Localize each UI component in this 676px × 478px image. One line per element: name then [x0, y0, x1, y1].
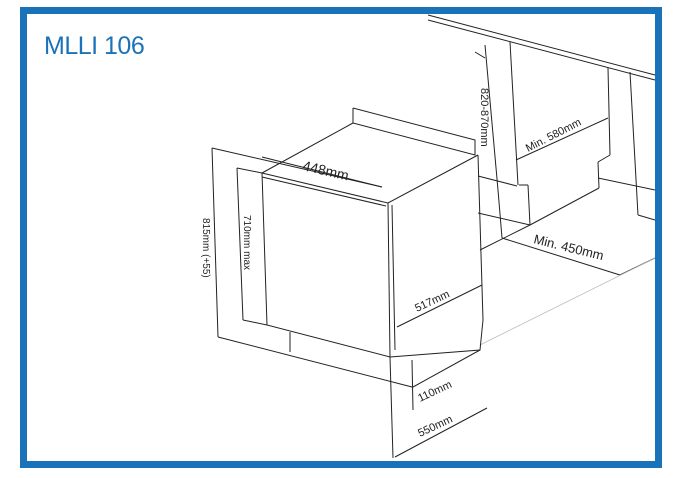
dishwasher-outline: [261, 107, 484, 358]
depth-label: 517mm: [413, 288, 451, 314]
frame-border: [20, 7, 662, 468]
cavity-width-label: Min. 580mm: [524, 117, 583, 155]
door-height-label: 710mm max: [241, 215, 252, 270]
height-label: 815mm (+55): [200, 218, 211, 278]
dimension-lines: [211, 147, 488, 459]
width-label: 448mm: [301, 157, 350, 183]
model-title: MLLI 106: [44, 32, 145, 60]
cabinet-niche: [427, 14, 656, 346]
cavity-height-label: 820-870mm: [478, 88, 490, 147]
